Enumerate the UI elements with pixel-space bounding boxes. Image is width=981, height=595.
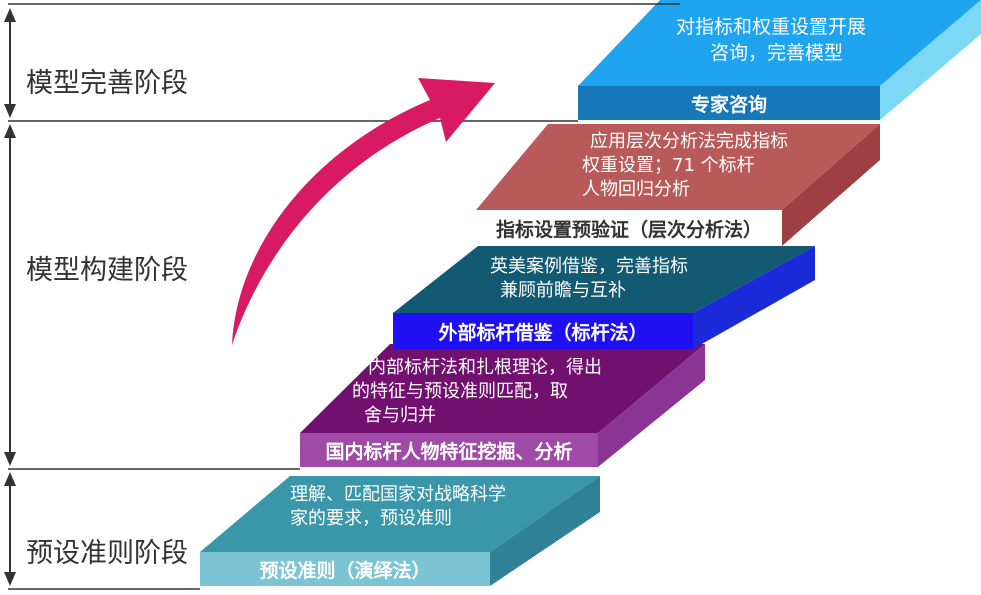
desc-line: 应用层次分析法完成指标 [590, 131, 788, 152]
step-5-front-face [578, 86, 880, 120]
step-4-top-face [476, 124, 880, 210]
range-arrow-refine-head-up [4, 8, 16, 22]
step-2-front-face [300, 433, 598, 467]
desc-line: 咨询，完善模型 [710, 42, 844, 64]
step-desc-foreign-benchmark: 英美案例借鉴，完善指标 兼顾前瞻与互补 [490, 255, 688, 303]
step-label-expert-consultation: 专家咨询 [690, 93, 767, 116]
step-4-front-face [476, 210, 782, 246]
step-label-domestic-benchmark: 国内标杆人物特征挖掘、分析 [325, 440, 573, 463]
step-label-preliminary-validation: 指标设置预验证（层次分析法） [495, 218, 762, 241]
step-1-top-face [200, 476, 600, 552]
desc-line: 人物回归分析 [582, 179, 690, 200]
desc-line: 内部标杆法和扎根理论，得出 [368, 357, 602, 378]
step-desc-preliminary-validation: 应用层次分析法完成指标 权重设置；71 个标杆 人物回归分析 [582, 130, 788, 202]
step-3-side-face [693, 246, 815, 349]
step-2-top-face [300, 344, 705, 433]
step-label-preset-criteria: 预设准则（演绎法） [259, 559, 431, 582]
range-arrow-build-head-down [4, 452, 16, 466]
range-arrow-refine-head-down [4, 104, 16, 118]
step-1-front-face [200, 552, 490, 586]
phase-label-refine: 模型完善阶段 [26, 68, 188, 99]
step-desc-expert-consultation: 对指标和权重设置开展 咨询，完善模型 [676, 14, 866, 66]
desc-line: 权重设置；71 个标杆 [582, 155, 755, 176]
step-2-side-face [598, 344, 705, 467]
step-3-top-face [393, 246, 815, 313]
desc-line: 舍与归并 [364, 405, 436, 426]
step-desc-preset-criteria: 理解、匹配国家对战略科学 家的要求，预设准则 [290, 483, 506, 531]
phase-label-build: 模型构建阶段 [26, 255, 188, 286]
range-arrow-preset-head-up [4, 472, 16, 486]
desc-line: 理解、匹配国家对战略科学 [290, 484, 506, 505]
desc-line: 兼顾前瞻与互补 [500, 280, 626, 301]
desc-line: 对指标和权重设置开展 [676, 16, 867, 38]
step-label-foreign-benchmark: 外部标杆借鉴（标杆法） [438, 321, 648, 344]
range-arrow-preset-head-down [4, 572, 16, 586]
desc-line: 的特征与预设准则匹配，取 [352, 381, 568, 402]
range-arrow-build-head-up [4, 124, 16, 138]
phase-label-preset: 预设准则阶段 [26, 538, 188, 569]
desc-line: 英美案例借鉴，完善指标 [490, 256, 688, 277]
step-1-side-face [490, 476, 600, 586]
step-5-top-face [578, 0, 981, 86]
step-desc-domestic-benchmark: 内部标杆法和扎根理论，得出 的特征与预设准则匹配，取 舍与归并 [352, 356, 602, 428]
step-5-side-face [880, 0, 981, 120]
desc-line: 家的要求，预设准则 [290, 508, 452, 529]
step-3-front-face [393, 313, 693, 349]
progress-arrow-icon [232, 78, 495, 345]
step-4-side-face [782, 124, 880, 246]
